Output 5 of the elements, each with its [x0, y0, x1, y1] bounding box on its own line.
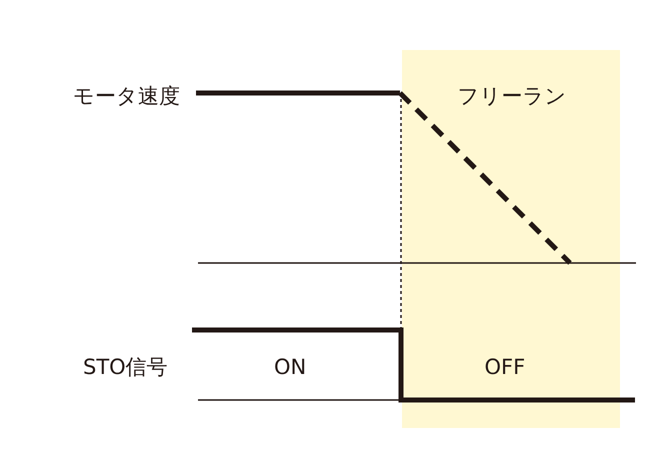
state-label: ON [274, 354, 306, 380]
state-label: OFF [484, 354, 526, 380]
axis-label: モータ速度 [73, 83, 180, 109]
region-label: フリーラン [458, 83, 566, 109]
axis-label: STO信号 [83, 354, 168, 380]
